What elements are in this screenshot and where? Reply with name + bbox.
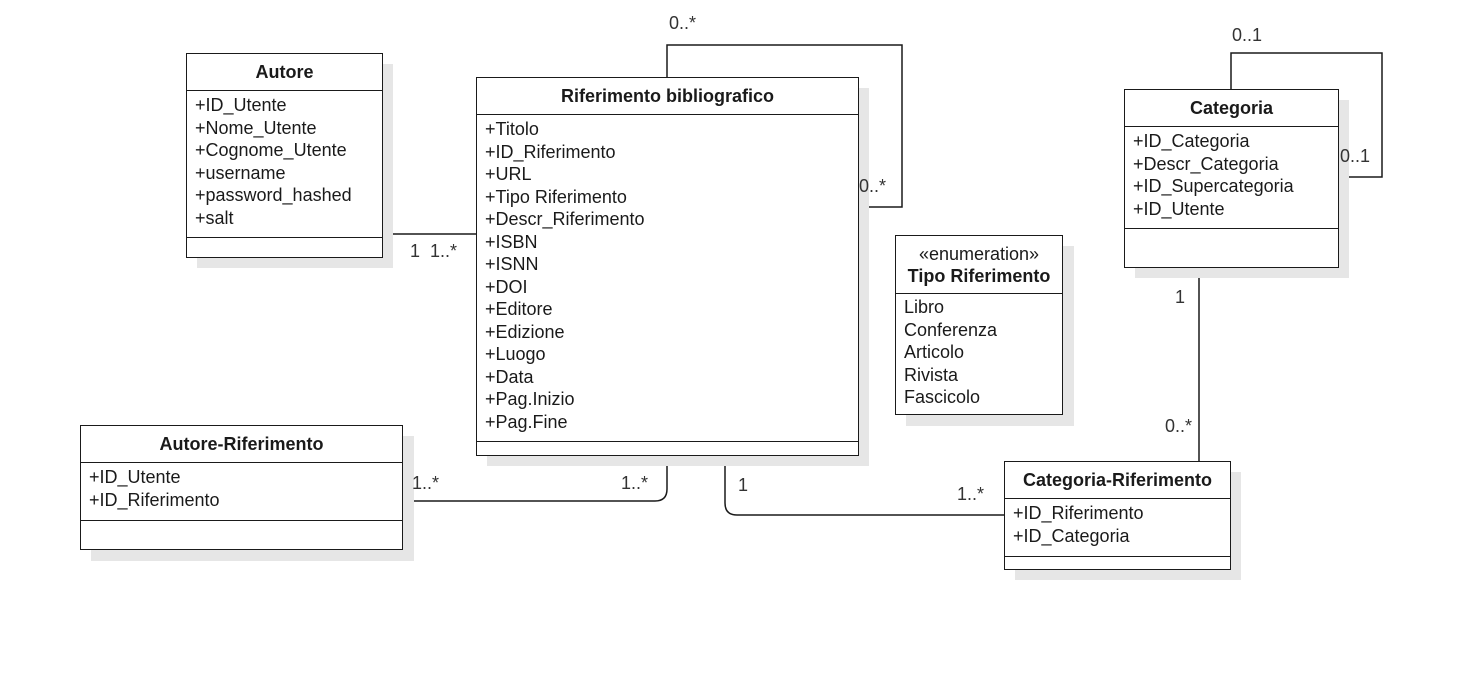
enum-stereotype: «enumeration» — [918, 243, 1040, 264]
multiplicity-label: 1..* — [957, 484, 985, 504]
assoc-riferimento-self — [666, 44, 903, 208]
multiplicity-label: 1..* — [621, 473, 649, 493]
class-title: Autore — [187, 54, 382, 91]
attribute: +Editore — [485, 299, 553, 319]
enum-value: Fascicolo — [904, 387, 981, 407]
attribute-list: +ID_Riferimento +ID_Categoria — [1005, 499, 1230, 557]
multiplicity-label: 0..* — [859, 176, 887, 196]
class-title: Categoria-Riferimento — [1005, 462, 1230, 499]
attribute: +Descr_Riferimento — [485, 209, 645, 229]
attribute: +Luogo — [485, 344, 546, 364]
attribute: +Edizione — [485, 321, 565, 342]
multiplicity-label: 1 — [1175, 287, 1186, 307]
attribute: +ID_Categoria — [1133, 131, 1250, 151]
attribute: +ID_Categoria — [1013, 525, 1130, 546]
enum-value: Articolo — [904, 342, 965, 362]
attribute: +ID_Riferimento — [485, 141, 616, 162]
assoc-categoria-self — [1230, 52, 1383, 178]
attribute-list: +ID_Categoria +Descr_Categoria +ID_Super… — [1125, 127, 1338, 229]
class-categoria[interactable]: Categoria +ID_Categoria +Descr_Categoria… — [1124, 89, 1339, 268]
attribute-list: +ID_Utente +Nome_Utente +Cognome_Utente … — [187, 91, 382, 238]
multiplicity-label: 1..* — [412, 473, 440, 493]
enum-name: Tipo Riferimento — [907, 265, 1051, 286]
attribute: +salt — [195, 207, 234, 228]
attribute: +Titolo — [485, 119, 539, 139]
attribute: +ISBN — [485, 231, 538, 252]
class-title: Riferimento bibliografico — [477, 78, 858, 115]
attribute: +ID_Utente — [89, 467, 181, 487]
attribute: +Descr_Categoria — [1133, 153, 1279, 174]
multiplicity-label: 1 — [738, 475, 749, 495]
attribute: +ID_Utente — [195, 95, 287, 115]
enum-value: Conferenza — [904, 319, 998, 340]
multiplicity-label: 0..1 — [1232, 25, 1263, 45]
class-autore-riferimento[interactable]: Autore-Riferimento +ID_Utente +ID_Riferi… — [80, 425, 403, 550]
attribute: +ID_Riferimento — [1013, 503, 1144, 523]
multiplicity-label: 1 — [410, 241, 421, 261]
enum-value: Libro — [904, 297, 945, 317]
class-autore[interactable]: Autore +ID_Utente +Nome_Utente +Cognome_… — [186, 53, 383, 258]
enum-tipo-riferimento[interactable]: «enumeration» Tipo Riferimento Libro Con… — [895, 235, 1063, 415]
attribute: +Data — [485, 366, 534, 387]
assoc-autrif-riferimento — [403, 455, 668, 502]
class-categoria-riferimento[interactable]: Categoria-Riferimento +ID_Riferimento +I… — [1004, 461, 1231, 570]
multiplicity-label: 0..* — [669, 13, 697, 33]
attribute: +password_hashed — [195, 185, 352, 205]
attribute: +Pag.Inizio — [485, 389, 575, 409]
attribute: +Pag.Fine — [485, 411, 568, 432]
multiplicity-label: 0..* — [1165, 416, 1193, 436]
attribute: +ISNN — [485, 254, 539, 274]
assoc-riferimento-catrif — [724, 455, 1004, 516]
attribute-list: +Titolo +ID_Riferimento +URL +Tipo Rifer… — [477, 115, 858, 442]
attribute: +Nome_Utente — [195, 117, 317, 138]
attribute: +ID_Riferimento — [89, 489, 220, 510]
enum-value: Rivista — [904, 364, 959, 385]
attribute: +URL — [485, 164, 532, 184]
attribute: +DOI — [485, 276, 528, 297]
enum-values: Libro Conferenza Articolo Rivista Fascic… — [896, 294, 1062, 409]
attribute: +Cognome_Utente — [195, 140, 347, 160]
class-riferimento-bibliografico[interactable]: Riferimento bibliografico +Titolo +ID_Ri… — [476, 77, 859, 456]
class-title: Categoria — [1125, 90, 1338, 127]
multiplicity-label: 0..1 — [1340, 146, 1371, 166]
attribute: +Tipo Riferimento — [485, 186, 627, 207]
attribute: +ID_Utente — [1133, 198, 1225, 219]
class-title: Autore-Riferimento — [81, 426, 402, 463]
attribute-list: +ID_Utente +ID_Riferimento — [81, 463, 402, 521]
attribute: +ID_Supercategoria — [1133, 176, 1294, 196]
multiplicity-label: 1..* — [430, 241, 458, 261]
enum-title: «enumeration» Tipo Riferimento — [896, 236, 1062, 294]
attribute: +username — [195, 162, 286, 183]
